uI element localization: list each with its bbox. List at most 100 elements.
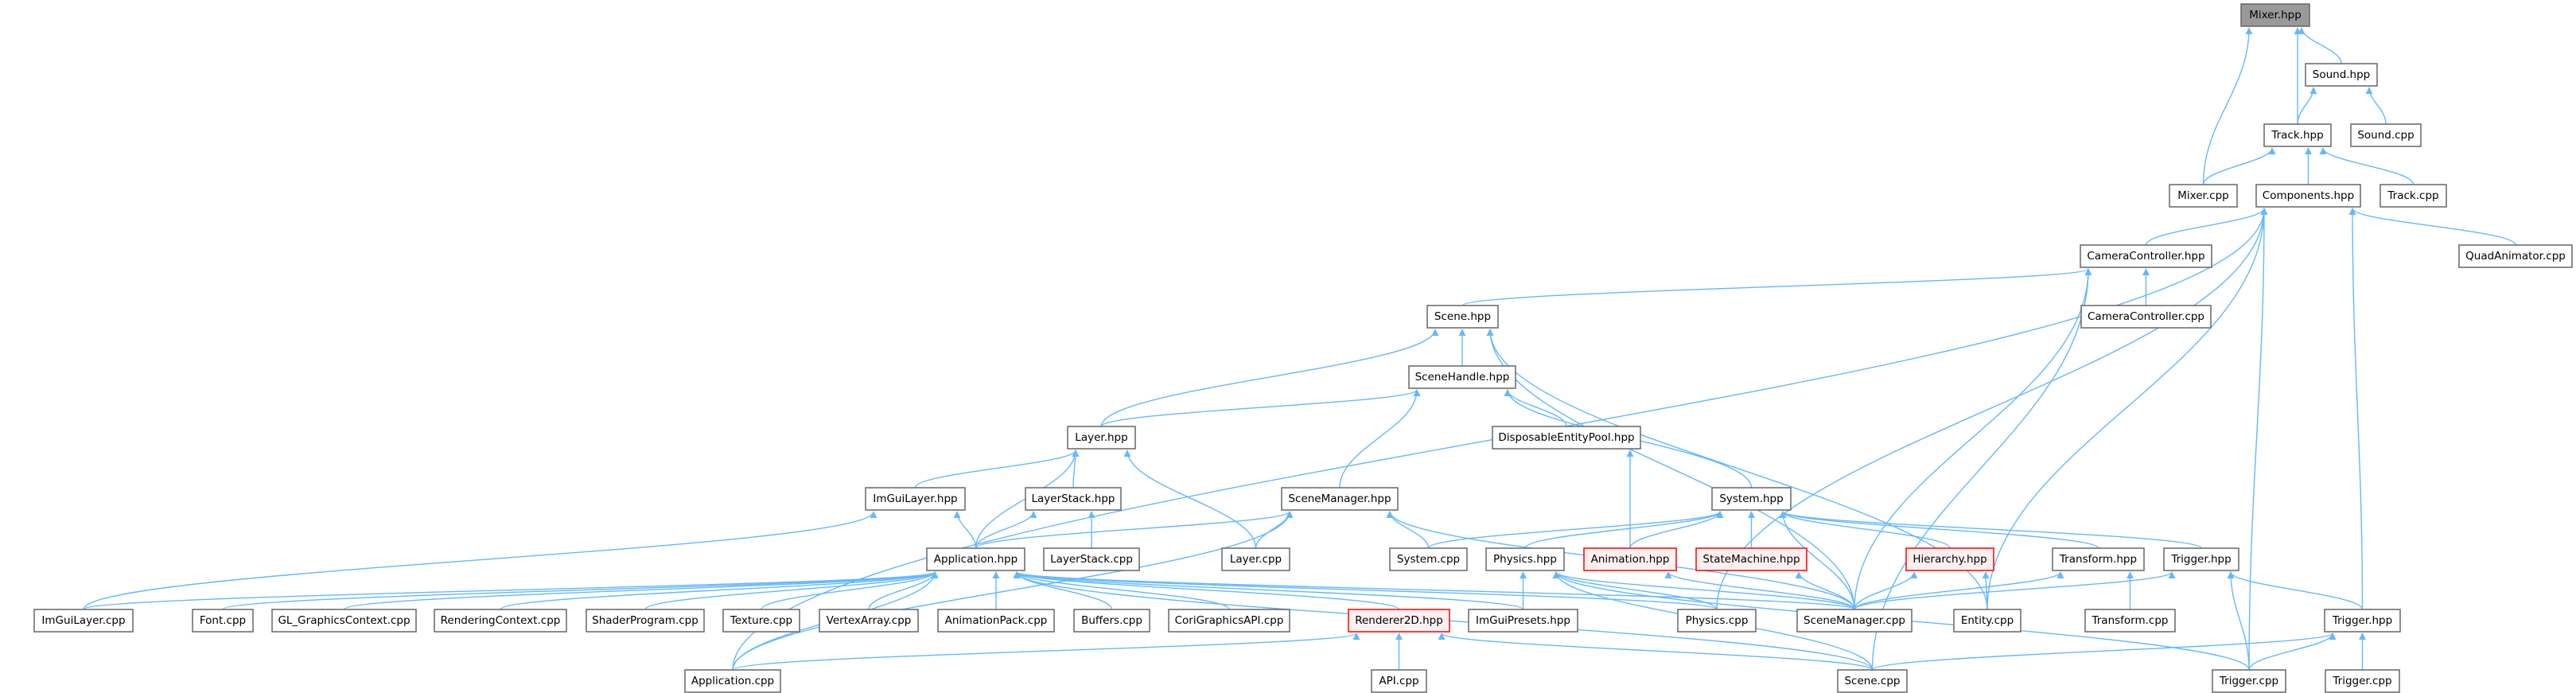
node-transform-hpp[interactable]: Transform.hpp — [2052, 547, 2145, 571]
node-statemachine-hpp[interactable]: StateMachine.hpp — [1695, 547, 1807, 571]
edge-application_hpp-to-scenemanager_hpp — [975, 511, 1294, 549]
node-cameracontroller-cpp[interactable]: CameraController.cpp — [2080, 305, 2212, 329]
node-box — [1426, 305, 1499, 329]
edge-scenemanager_hpp-to-scenehandle_hpp — [1339, 389, 1421, 489]
node-scenemanager-cpp[interactable]: SceneManager.cpp — [1796, 609, 1913, 633]
node-imguipresets-hpp[interactable]: ImGuiPresets.hpp — [1468, 609, 1578, 633]
node-box — [2263, 123, 2332, 147]
node-layer-cpp[interactable]: Layer.cpp — [1221, 547, 1290, 571]
node-box — [271, 609, 417, 633]
node-vertexarray-cpp[interactable]: VertexArray.cpp — [819, 609, 919, 633]
node-box — [2255, 184, 2361, 208]
node-application-hpp[interactable]: Application.hpp — [926, 547, 1025, 571]
node-imguilayer-hpp[interactable]: ImGuiLayer.hpp — [865, 487, 966, 511]
node-label: ImGuiPresets.hpp — [1476, 614, 1570, 627]
node-box — [2379, 184, 2447, 208]
node-sound-cpp[interactable]: Sound.cpp — [2350, 123, 2422, 147]
node-scene-hpp[interactable]: Scene.hpp — [1426, 305, 1499, 329]
node-box — [865, 487, 966, 511]
node-layerstack-cpp[interactable]: LayerStack.cpp — [1043, 547, 1140, 571]
node-corigraphicsapi-cpp[interactable]: CoriGraphicsAPI.cpp — [1168, 609, 1290, 633]
node-box — [1677, 609, 1757, 633]
edge-layer_hpp-to-scenehandle_hpp — [1100, 389, 1421, 427]
node-label: Trigger.hpp — [2332, 614, 2392, 627]
node-label: AnimationPack.cpp — [945, 614, 1048, 627]
edge-trigger_cpp-to-trigger2_hpp — [2248, 633, 2337, 671]
node-entity-cpp[interactable]: Entity.cpp — [1953, 609, 2021, 633]
edge-track_cpp-to-track_hpp — [2319, 147, 2415, 185]
node-glgc-cpp[interactable]: GL_GraphicsContext.cpp — [271, 609, 417, 633]
node-label: Layer.hpp — [1075, 431, 1127, 444]
node-cameracontroller-hpp[interactable]: CameraController.hpp — [2080, 244, 2212, 268]
node-track-cpp[interactable]: Track.cpp — [2379, 184, 2447, 208]
node-transform-cpp[interactable]: Transform.cpp — [2084, 609, 2176, 633]
node-mixer-hpp[interactable]: Mixer.hpp — [2240, 3, 2310, 27]
node-box — [1168, 609, 1290, 633]
node-renderer2d-hpp[interactable]: Renderer2D.hpp — [1348, 609, 1450, 633]
node-box — [2169, 184, 2238, 208]
node-label: Mixer.hpp — [2249, 9, 2302, 21]
node-box — [2080, 305, 2212, 329]
node-label: DisposableEntityPool.hpp — [1498, 431, 1634, 444]
node-box — [1837, 669, 1908, 693]
node-texture-cpp[interactable]: Texture.cpp — [722, 609, 800, 633]
node-box — [684, 669, 781, 693]
node-layerstack-hpp[interactable]: LayerStack.hpp — [1025, 487, 1122, 511]
node-trigger2-cpp[interactable]: Trigger.cpp — [2325, 669, 2400, 693]
node-components-hpp[interactable]: Components.hpp — [2255, 184, 2361, 208]
node-label: Sound.hpp — [2313, 68, 2371, 81]
edge-entity_cpp-to-components_hpp — [1986, 208, 2268, 610]
edge-glgc_cpp-to-application_hpp — [343, 571, 939, 610]
node-font-cpp[interactable]: Font.cpp — [192, 609, 254, 633]
node-imguilayer-cpp[interactable]: ImGuiLayer.cpp — [33, 609, 134, 633]
node-label: Physics.cpp — [1686, 614, 1749, 627]
edge-disposable_hpp-to-scenehandle_hpp — [1504, 389, 1567, 427]
edge-scene_cpp-to-trigger2_hpp — [1871, 633, 2337, 671]
node-api-cpp[interactable]: API.cpp — [1371, 669, 1427, 693]
node-renderingcontext-cpp[interactable]: RenderingContext.cpp — [434, 609, 567, 633]
node-label: RenderingContext.cpp — [441, 614, 561, 627]
node-box — [1348, 609, 1450, 633]
node-hierarchy-hpp[interactable]: Hierarchy.hpp — [1905, 547, 1994, 571]
node-system-hpp[interactable]: System.hpp — [1711, 487, 1792, 511]
node-trigger-hpp[interactable]: Trigger.hpp — [2163, 547, 2239, 571]
node-trigger-cpp[interactable]: Trigger.cpp — [2212, 669, 2286, 693]
node-buffers-cpp[interactable]: Buffers.cpp — [1073, 609, 1150, 633]
node-scene-cpp[interactable]: Scene.cpp — [1837, 669, 1908, 693]
edge-scenemanager_cpp-to-hierarchy_hpp — [1854, 571, 1918, 610]
node-disposable-hpp[interactable]: DisposableEntityPool.hpp — [1492, 426, 1641, 450]
node-label: VertexArray.cpp — [827, 614, 912, 627]
node-label: StateMachine.hpp — [1702, 553, 1800, 566]
edge-scenemanager_cpp-to-transform_hpp — [1854, 571, 2064, 610]
node-label: Trigger.hpp — [2170, 553, 2231, 566]
node-label: Track.cpp — [2387, 189, 2438, 202]
node-box — [1281, 487, 1399, 511]
node-scenehandle-hpp[interactable]: SceneHandle.hpp — [1408, 365, 1516, 389]
node-box — [1796, 609, 1913, 633]
node-label: Transform.cpp — [2091, 614, 2168, 627]
node-label: Physics.hpp — [1493, 553, 1557, 566]
edge-hierarchy_hpp-to-system_hpp — [1779, 511, 1951, 549]
node-animationpack-cpp[interactable]: AnimationPack.cpp — [937, 609, 1055, 633]
edge-quadanimator_cpp-to-components_hpp — [2348, 208, 2516, 246]
node-box — [1492, 426, 1641, 450]
node-box — [2084, 609, 2176, 633]
node-label: ShaderProgram.cpp — [592, 614, 698, 627]
node-physics-cpp[interactable]: Physics.cpp — [1677, 609, 1757, 633]
node-trigger2-hpp[interactable]: Trigger.hpp — [2324, 609, 2401, 633]
node-scenemanager-hpp[interactable]: SceneManager.hpp — [1281, 487, 1399, 511]
node-box — [1905, 547, 1994, 571]
node-application-cpp[interactable]: Application.cpp — [684, 669, 781, 693]
node-physics-hpp[interactable]: Physics.hpp — [1485, 547, 1565, 571]
node-track-hpp[interactable]: Track.hpp — [2263, 123, 2332, 147]
node-animation-hpp[interactable]: Animation.hpp — [1583, 547, 1677, 571]
node-box — [1468, 609, 1578, 633]
node-quadanimator-cpp[interactable]: QuadAnimator.cpp — [2458, 244, 2573, 268]
node-system-cpp[interactable]: System.cpp — [1389, 547, 1468, 571]
node-layer-hpp[interactable]: Layer.hpp — [1067, 426, 1136, 450]
node-shaderprogram-cpp[interactable]: ShaderProgram.cpp — [586, 609, 705, 633]
node-label: ImGuiLayer.hpp — [873, 492, 957, 505]
node-sound-hpp[interactable]: Sound.hpp — [2305, 63, 2378, 87]
node-box — [2080, 244, 2212, 268]
node-mixer-cpp[interactable]: Mixer.cpp — [2169, 184, 2238, 208]
